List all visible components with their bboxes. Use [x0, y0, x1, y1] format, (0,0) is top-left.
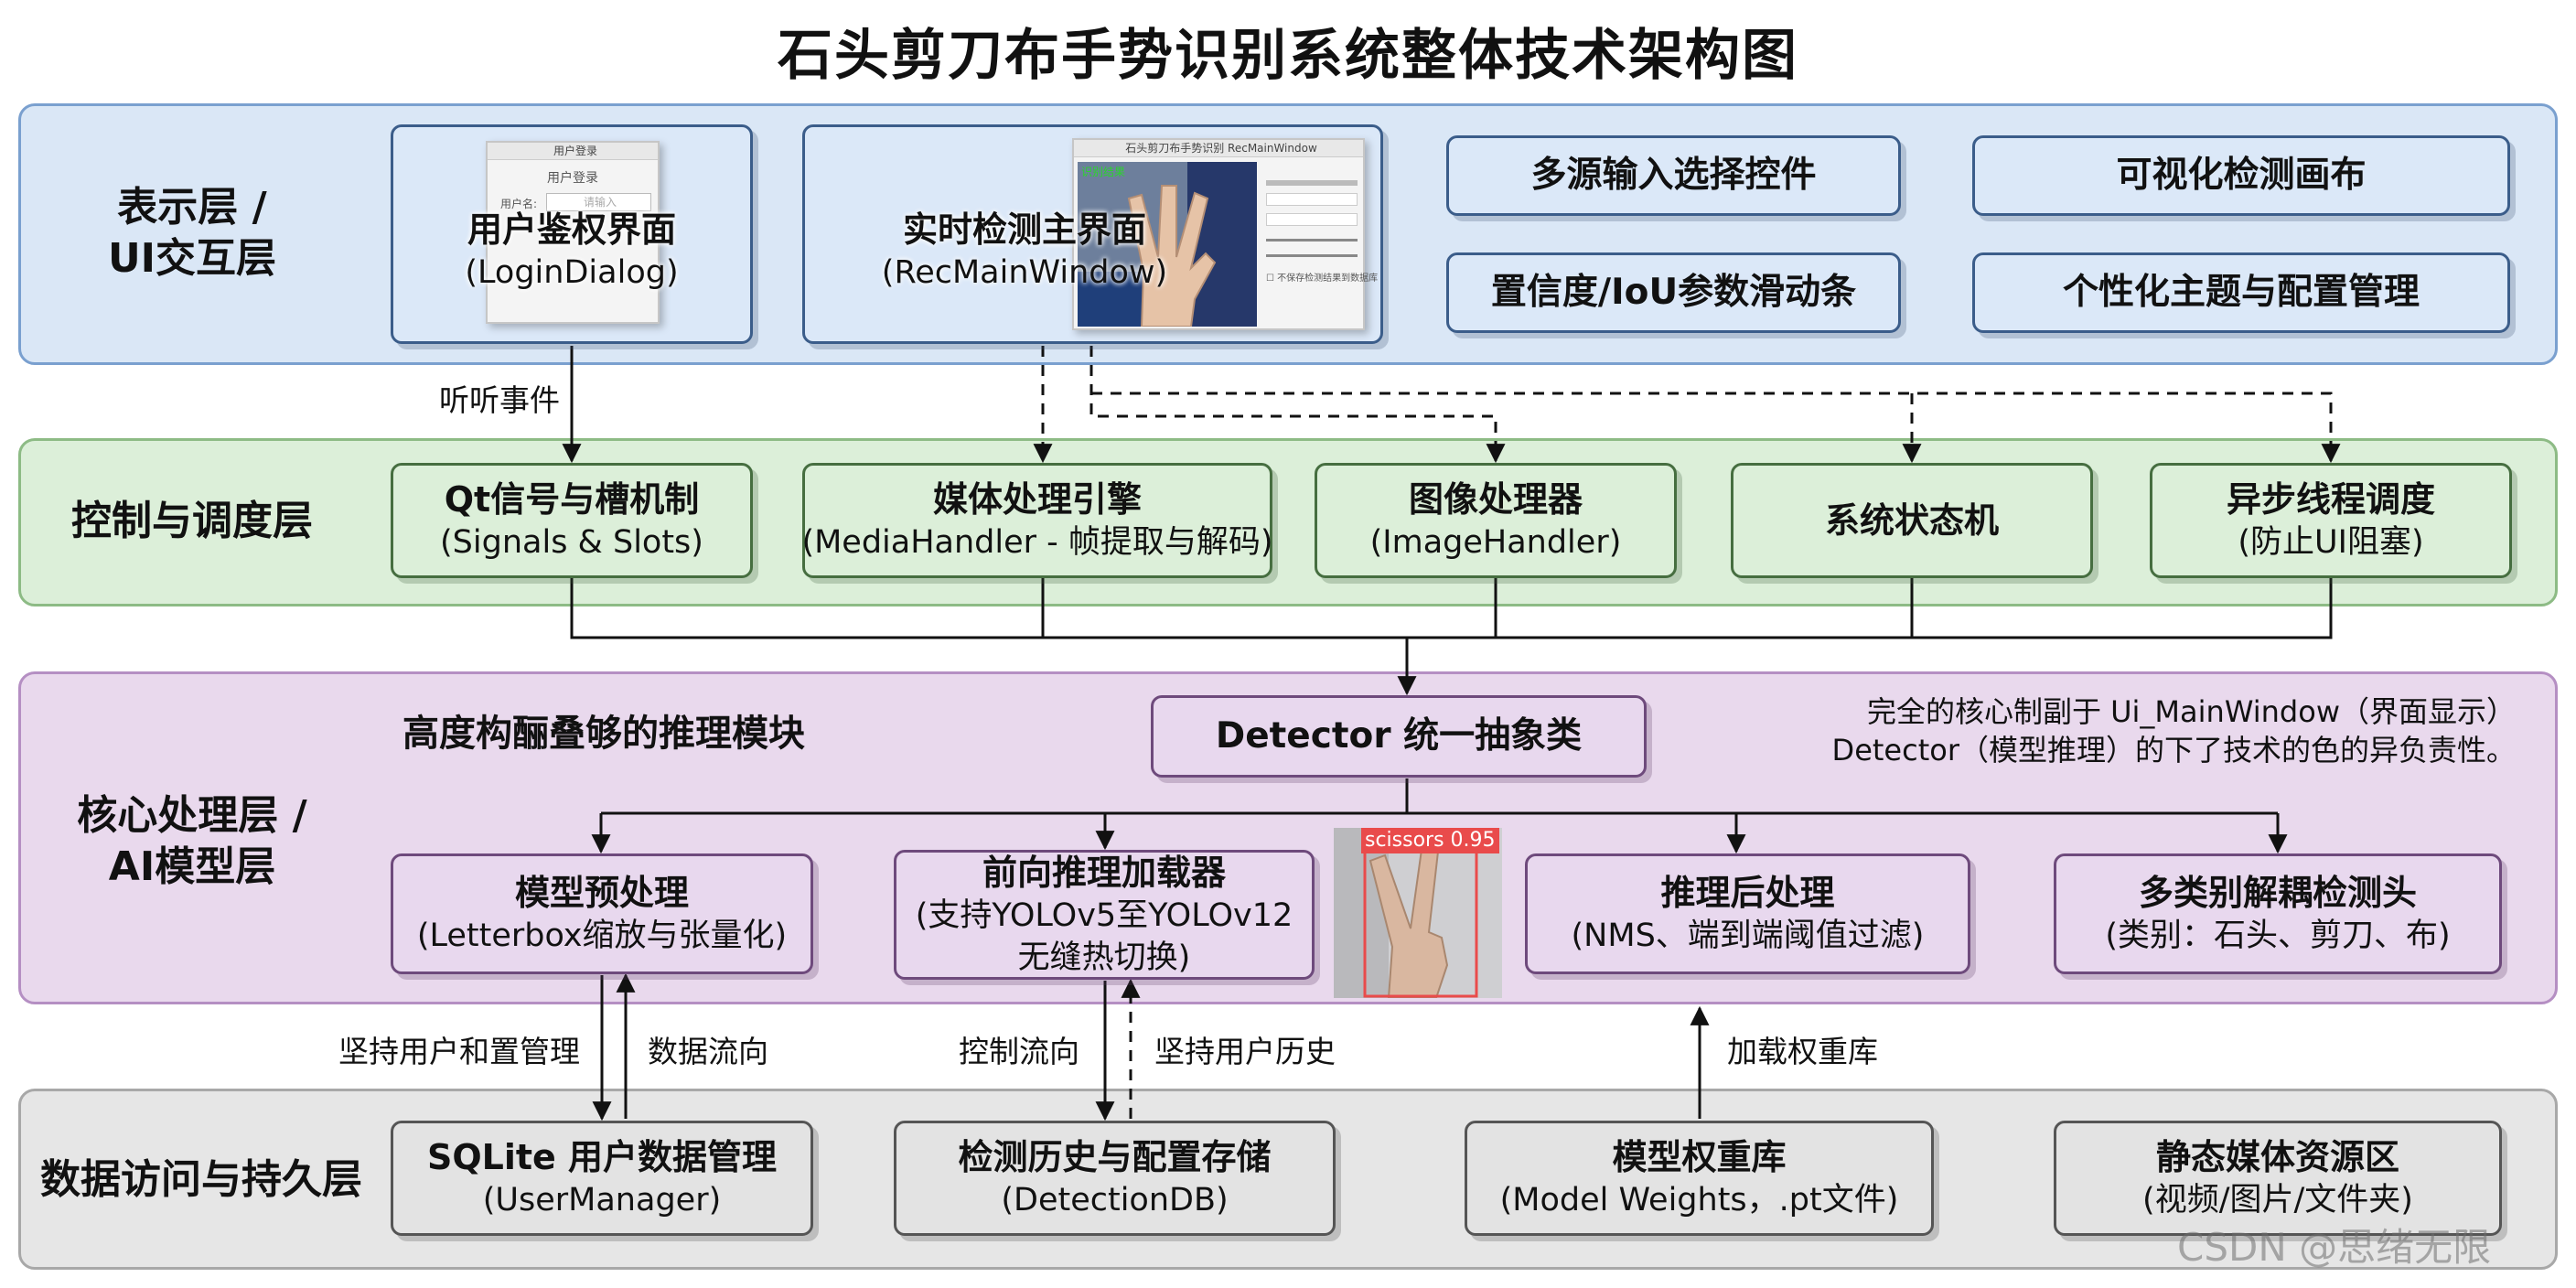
edge-ctrl-merge — [570, 578, 2333, 639]
presentation-layer-label-line1: 表示层 / — [117, 184, 267, 231]
sqlite-user-manager-title: SQLite 用户数据管理 — [426, 1137, 778, 1177]
control-layer-label: 控制与调度层 — [71, 498, 313, 544]
login-mock-heading: 用户登录 — [547, 171, 598, 186]
state-machine-title: 系统状态机 — [1824, 500, 1999, 541]
hand-preview-image — [1078, 162, 1257, 327]
main-mock-controls: ☐ 不保存检测结果到数据库 — [1266, 173, 1379, 284]
forward-inference-subtitle-line1: (支持YOLOv5至YOLOv12 — [915, 897, 1293, 934]
presentation-layer-label: 表示层 / UI交互层 — [37, 174, 348, 293]
edge-main-to-image — [1089, 346, 1506, 464]
sqlite-user-manager-subtitle: (UserManager) — [482, 1182, 722, 1218]
detector-abstract-box[interactable]: Detector 统一抽象类 — [1151, 695, 1647, 778]
multi-input-selector-title: 多源输入选择控件 — [1530, 155, 1817, 196]
qt-signals-title: Qt信号与槽机制 — [444, 479, 700, 520]
watermark: CSDN @思绪无限 — [2177, 1225, 2492, 1270]
inference-module-heading: 高度构酾叠够的推理模块 — [402, 713, 805, 755]
decoupling-note-line1: 完全的核心制副于 Ui_MainWindow（界面显示） — [1866, 694, 2516, 729]
detection-db-box[interactable]: 检测历史与配置存储 (DetectionDB) — [894, 1121, 1336, 1236]
model-weights-subtitle: (Model Weights，.pt文件) — [1499, 1182, 1899, 1218]
sqlite-user-manager-box[interactable]: SQLite 用户数据管理 (UserManager) — [391, 1121, 813, 1236]
main-mock-result-overlay: 识别结果 — [1081, 166, 1126, 178]
edge-label-load-weights: 加载权重库 — [1727, 1034, 1878, 1069]
theme-config-title: 个性化主题与配置管理 — [2062, 272, 2420, 313]
image-handler-title: 图像处理器 — [1408, 479, 1583, 520]
qt-signals-box[interactable]: Qt信号与槽机制 (Signals & Slots) — [391, 463, 753, 578]
preprocess-box[interactable]: 模型预处理 (Letterbox缩放与张量化) — [391, 853, 813, 974]
postprocess-box[interactable]: 推理后处理 (NMS、端到端阈值过滤) — [1525, 853, 1970, 974]
qt-signals-subtitle: (Signals & Slots) — [440, 524, 703, 561]
postprocess-title: 推理后处理 — [1660, 873, 1835, 913]
data-layer-label: 数据访问与持久层 — [40, 1156, 362, 1203]
diagram-title: 石头剪刀布手势识别系统整体技术架构图 — [778, 24, 1798, 88]
multi-input-selector-box[interactable]: 多源输入选择控件 — [1446, 135, 1901, 216]
scissors-detection-thumbnail: scissors 0.95 — [1334, 828, 1502, 998]
login-mock-username-input: 请输入 — [546, 193, 651, 211]
forward-inference-title: 前向推理加载器 — [982, 853, 1226, 893]
edge-label-control-flow: 控制流向 — [959, 1034, 1079, 1069]
detection-heads-box[interactable]: 多类别解耦检测头 (类别：石头、剪刀、布) — [2054, 853, 2502, 974]
detection-label: scissors 0.95 — [1361, 828, 1499, 853]
static-media-subtitle: (视频/图片/文件夹) — [2142, 1182, 2413, 1218]
confidence-iou-slider-box[interactable]: 置信度/IoU参数滑动条 — [1446, 252, 1901, 333]
async-thread-subtitle: (防止UI阻塞) — [2238, 524, 2424, 561]
login-dialog-subtitle: (LoginDialog) — [465, 254, 679, 291]
static-media-box[interactable]: 静态媒体资源区 (视频/图片/文件夹) — [2054, 1121, 2502, 1236]
main-window-text: 实时检测主界面 (RecMainWindow) — [805, 208, 1244, 294]
static-media-title: 静态媒体资源区 — [2155, 1137, 2399, 1177]
detection-heads-title: 多类别解耦检测头 — [2138, 873, 2417, 913]
visual-canvas-title: 可视化检测画布 — [2116, 155, 2367, 196]
postprocess-subtitle: (NMS、端到端阈值过滤) — [1571, 918, 1925, 954]
confidence-iou-slider-title: 置信度/IoU参数滑动条 — [1490, 272, 1857, 313]
login-dialog-text: 用户鉴权界面 (LoginDialog) — [393, 208, 750, 294]
login-dialog-box[interactable]: 用户登录 用户登录 用户名: 请输入 用户鉴权界面 (LoginDialog) — [391, 124, 753, 344]
detection-db-subtitle: (DetectionDB) — [1001, 1182, 1229, 1218]
detection-db-title: 检测历史与配置存储 — [958, 1137, 1272, 1177]
image-handler-subtitle: (ImageHandler) — [1369, 524, 1622, 561]
main-mock-checkbox-label: 不保存检测结果到数据库 — [1277, 274, 1379, 284]
preprocess-subtitle: (Letterbox缩放与张量化) — [416, 918, 788, 954]
edge-label-data-flow: 数据流向 — [648, 1034, 768, 1069]
presentation-layer-label-line2: UI交互层 — [107, 235, 277, 282]
model-weights-box[interactable]: 模型权重库 (Model Weights，.pt文件) — [1465, 1121, 1934, 1236]
theme-config-box[interactable]: 个性化主题与配置管理 — [1972, 252, 2510, 333]
login-dialog-mockup: 用户登录 用户登录 用户名: 请输入 — [486, 141, 660, 324]
edge-label-persist-user-config: 坚持用户和置管理 — [338, 1034, 580, 1069]
core-layer-label: 核心处理层 / AI模型层 — [37, 782, 348, 901]
media-handler-subtitle: (MediaHandler - 帧提取与解码) — [801, 524, 1273, 561]
decoupling-note-line2: Detector（模型推理）的下了技术的色的异负责性。 — [1831, 733, 2516, 767]
detector-abstract-title: Detector 统一抽象类 — [1215, 715, 1583, 757]
login-dialog-title: 用户鉴权界面 — [467, 209, 676, 250]
edge-label-persist-history: 坚持用户历史 — [1154, 1034, 1336, 1069]
image-handler-box[interactable]: 图像处理器 (ImageHandler) — [1315, 463, 1677, 578]
async-thread-title: 异步线程调度 — [2226, 479, 2435, 520]
async-thread-box[interactable]: 异步线程调度 (防止UI阻塞) — [2150, 463, 2512, 578]
forward-inference-box[interactable]: 前向推理加载器 (支持YOLOv5至YOLOv12 无缝热切换) — [894, 850, 1315, 980]
main-window-title: 实时检测主界面 — [902, 209, 1146, 250]
preprocess-title: 模型预处理 — [514, 873, 689, 913]
main-mock-checkbox: ☐ 不保存检测结果到数据库 — [1266, 274, 1379, 284]
core-layer-label-line1: 核心处理层 / — [77, 792, 307, 839]
edge-label-listen: 听听事件 — [439, 382, 560, 418]
main-window-subtitle: (RecMainWindow) — [881, 254, 1168, 291]
edge-main-to-thread — [1091, 392, 2341, 464]
login-mock-titlebar: 用户登录 — [488, 143, 658, 160]
forward-inference-subtitle-line2: 无缝热切换) — [1017, 939, 1191, 976]
visual-canvas-box[interactable]: 可视化检测画布 — [1972, 135, 2510, 216]
model-weights-title: 模型权重库 — [1612, 1137, 1787, 1177]
scissors-hand-image — [1334, 828, 1502, 998]
state-machine-box[interactable]: 系统状态机 — [1731, 463, 2093, 578]
decoupling-note: 完全的核心制副于 Ui_MainWindow（界面显示） Detector（模型… — [1692, 692, 2516, 769]
main-window-mockup: 石头剪刀布手势识别 RecMainWindow 识别结果 ☐ 不保存检测结果到数… — [1072, 138, 1379, 330]
rec-main-window-box[interactable]: 石头剪刀布手势识别 RecMainWindow 识别结果 ☐ 不保存检测结果到数… — [802, 124, 1383, 344]
detection-heads-subtitle: (类别：石头、剪刀、布) — [2105, 918, 2451, 954]
core-layer-label-line2: AI模型层 — [108, 843, 276, 890]
login-mock-field-label: 用户名: — [500, 198, 538, 210]
media-handler-title: 媒体处理引擎 — [932, 479, 1142, 520]
main-mock-titlebar: 石头剪刀布手势识别 RecMainWindow — [1074, 140, 1363, 157]
media-handler-box[interactable]: 媒体处理引擎 (MediaHandler - 帧提取与解码) — [801, 463, 1273, 578]
